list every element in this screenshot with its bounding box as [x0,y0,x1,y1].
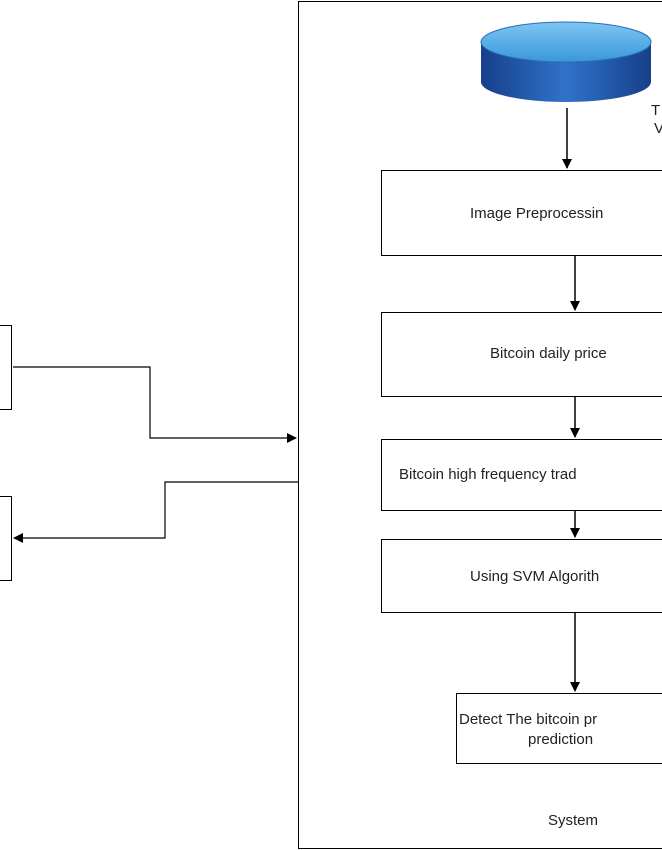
step-svm-algorithm: Using SVM Algorith [381,539,662,613]
step-bitcoin-hft: Bitcoin high frequency trad [381,439,662,511]
step-image-preprocessing: Image Preprocessin [381,170,662,256]
step-bitcoin-hft-label: Bitcoin high frequency trad [399,466,577,483]
left-input-box [0,325,12,410]
step-detect-prediction: Detect The bitcoin pr prediction [456,693,662,764]
system-label: System [548,812,599,829]
step-bitcoin-daily-price: Bitcoin daily price [381,312,662,397]
step-image-preprocessing-label: Image Preprocessin [470,205,604,222]
arrow-input-to-system [13,366,297,443]
step-detect-prediction-label-line1: Detect The bitcoin pr [459,711,598,728]
arrow-system-to-output [13,481,298,543]
step-svm-algorithm-label: Using SVM Algorith [470,568,600,585]
step-detect-prediction-label-line2: prediction [528,731,594,748]
database-caption-line2: V [654,120,662,137]
database-icon [480,21,652,102]
step-bitcoin-daily-price-label: Bitcoin daily price [490,345,607,362]
database-caption-line1: T [651,102,661,119]
left-output-box [0,496,12,581]
